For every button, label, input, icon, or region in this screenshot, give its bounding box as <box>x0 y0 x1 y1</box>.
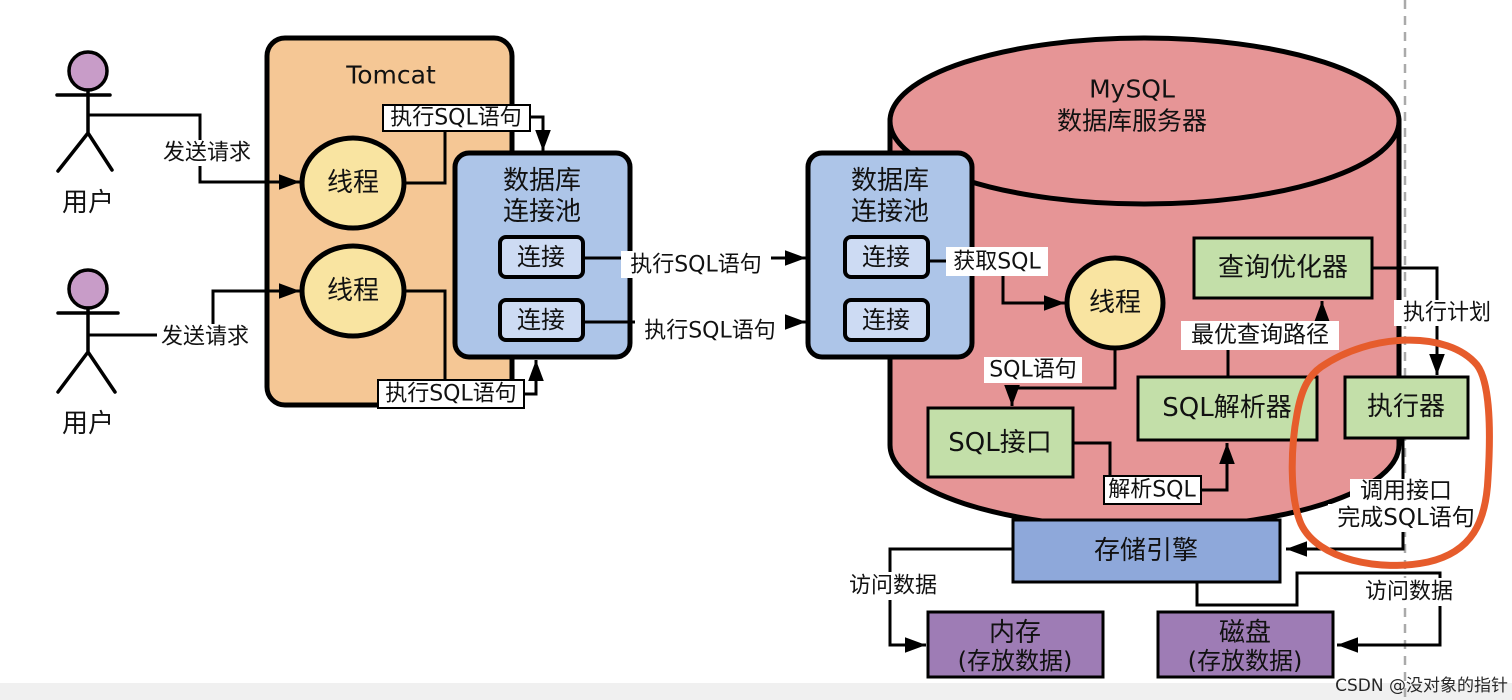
mysql-thread-label: 线程 <box>1089 288 1141 318</box>
memory-label-line1: 内存 <box>989 618 1041 648</box>
disk-label-line1: 磁盘 <box>1219 618 1271 648</box>
thread-2-label: 线程 <box>327 276 379 306</box>
label-send-request-1: 发送请求 <box>163 141 251 166</box>
query-optimizer-label: 查询优化器 <box>1218 253 1348 283</box>
flow-labels: 发送请求 发送请求 执行SQL语句 执行SQL语句 执行SQL语句 执行SQL语… <box>157 104 1500 606</box>
label-execute-sql-mid-2: 执行SQL语句 <box>644 319 776 344</box>
sql-parser-box: SQL解析器 <box>1136 375 1319 442</box>
pool-1-title-line2: 连接池 <box>503 197 581 227</box>
storage-engine-box: 存储引擎 <box>1011 518 1282 584</box>
disk-label-line2: (存放数据) <box>1188 647 1303 675</box>
arrow-label-to-pool1-top <box>530 115 551 151</box>
pool-1-connection-1-label: 连接 <box>517 243 565 271</box>
pool-1-connection-2-label: 连接 <box>517 306 565 334</box>
sql-interface-box: SQL接口 <box>926 406 1075 479</box>
memory-box: 内存 (存放数据) <box>926 610 1105 679</box>
label-best-query-path: 最优查询路径 <box>1191 322 1329 348</box>
mysql-thread: 线程 <box>1064 255 1166 351</box>
sql-interface-label: SQL接口 <box>948 428 1051 458</box>
label-get-sql: 获取SQL <box>953 250 1041 275</box>
user-1-head <box>67 50 109 92</box>
arrow-thread-to-sql-interface <box>1004 348 1117 406</box>
sql-parser-label: SQL解析器 <box>1162 393 1291 423</box>
label-execute-sql-bottom: 执行SQL语句 <box>385 382 517 407</box>
label-parse-sql: 解析SQL <box>1108 478 1196 503</box>
storage-engine-label: 存储引擎 <box>1094 536 1198 566</box>
label-execution-plan: 执行计划 <box>1403 301 1491 326</box>
watermark: CSDN @没对象的指针 <box>1335 676 1508 696</box>
pool-2-connection-2 <box>843 298 930 342</box>
thread-1-label: 线程 <box>327 168 379 198</box>
mysql-title-line1: MySQL <box>1089 75 1175 104</box>
arrow-engine-to-disk <box>1195 571 1442 653</box>
pool-1-title-line1: 数据库 <box>503 166 581 196</box>
user-2-label: 用户 <box>62 409 114 439</box>
bottom-strip <box>0 683 1512 700</box>
user-1-label: 用户 <box>62 188 114 218</box>
line-thread1-to-label <box>404 131 447 185</box>
user-2-head <box>67 268 109 310</box>
user-1-figure: 用户 <box>55 50 114 218</box>
pool-1-connection-2 <box>498 298 585 342</box>
arrow-user2-to-thread2 <box>88 283 300 337</box>
tomcat-title: Tomcat <box>345 61 436 90</box>
tomcat-thread-1: 线程 <box>299 135 407 231</box>
connection-pool-2: 数据库 连接池 连接 连接 <box>805 150 975 360</box>
red-annotation-circle <box>1288 336 1493 569</box>
label-execute-sql-top: 执行SQL语句 <box>390 106 522 131</box>
memory-label-line2: (存放数据) <box>958 647 1073 675</box>
connection-pool-1: 数据库 连接池 连接 连接 <box>452 150 633 360</box>
pool-2-connection-1 <box>843 235 930 279</box>
mysql-title-line2: 数据库服务器 <box>1057 107 1207 136</box>
label-execute-sql-mid-1: 执行SQL语句 <box>630 253 762 278</box>
arrow-label-to-pool1-bottom <box>523 360 544 396</box>
disk-box: 磁盘 (存放数据) <box>1156 610 1335 679</box>
cylinder-top <box>887 35 1402 207</box>
tomcat-thread-2: 线程 <box>299 243 407 339</box>
label-call-interface-line2: 完成SQL语句 <box>1337 505 1475 531</box>
executor-box: 执行器 <box>1343 375 1470 440</box>
label-access-data-right: 访问数据 <box>1365 580 1453 605</box>
label-sql-statement: SQL语句 <box>989 358 1077 383</box>
line-thread2-to-label <box>404 289 447 379</box>
query-optimizer-box: 查询优化器 <box>1192 236 1374 300</box>
pool-2-title-line1: 数据库 <box>851 166 929 196</box>
label-call-interface-line1: 调用接口 <box>1360 478 1452 504</box>
pool-2-connection-1-label: 连接 <box>862 243 910 271</box>
user-2-figure: 用户 <box>56 268 120 439</box>
label-send-request-2: 发送请求 <box>161 325 249 350</box>
pool-2-title-line2: 连接池 <box>851 197 929 227</box>
label-access-data-left: 访问数据 <box>849 574 937 599</box>
executor-label: 执行器 <box>1367 392 1445 422</box>
pool-2-connection-2-label: 连接 <box>862 306 910 334</box>
arrow-getsql-to-mysql-thread <box>1001 276 1065 311</box>
